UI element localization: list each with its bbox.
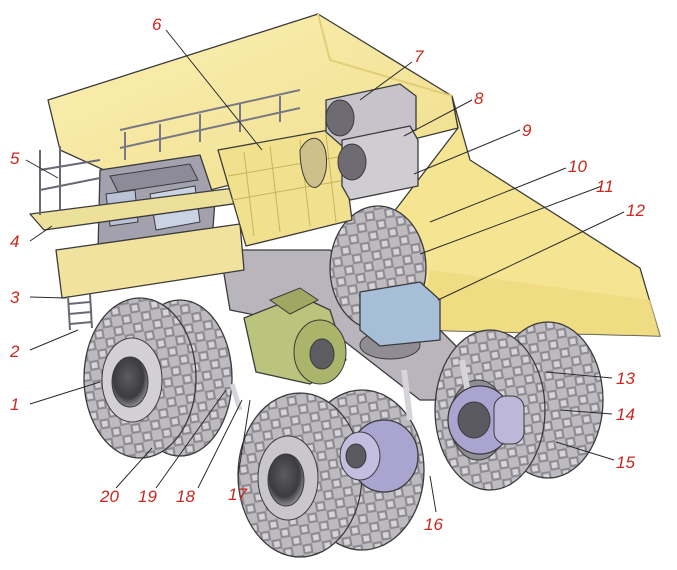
callout-2: 2	[9, 342, 20, 361]
callout-5: 5	[10, 149, 20, 168]
callout-10: 10	[568, 157, 587, 176]
callout-6: 6	[152, 15, 162, 34]
callout-12: 12	[626, 201, 645, 220]
callout-7: 7	[414, 47, 424, 66]
callout-13: 13	[616, 369, 635, 388]
front-wheel-left	[83, 297, 233, 459]
callout-8: 8	[474, 89, 484, 108]
callout-11: 11	[596, 177, 614, 196]
traction-generator	[243, 287, 347, 385]
dump-body-floor	[420, 270, 660, 336]
callout-20: 20	[99, 487, 119, 506]
deck-railing	[119, 89, 301, 160]
blower-unit	[359, 281, 441, 347]
front-platform	[29, 146, 263, 331]
callout-18: 18	[176, 487, 195, 506]
dump-body-rib	[317, 13, 453, 97]
callout-15: 15	[616, 453, 635, 472]
callout-19: 19	[138, 487, 157, 506]
callout-4: 4	[10, 232, 19, 251]
resistor-boxes	[299, 83, 419, 201]
callout-3: 3	[10, 288, 20, 307]
callout-17: 17	[228, 485, 247, 504]
callout-9: 9	[522, 121, 532, 140]
callout-labels: 1 2 3 4 5 6 7 8 9 10 11 12 13 14 15 16 1…	[9, 15, 645, 534]
wheel-motor-left	[339, 419, 419, 493]
callout-1: 1	[10, 395, 19, 414]
access-ladder	[67, 293, 93, 331]
callout-16: 16	[424, 515, 443, 534]
callout-14: 14	[616, 405, 635, 424]
wheel-motor-right	[447, 385, 525, 455]
leader-lines	[25, 29, 625, 513]
